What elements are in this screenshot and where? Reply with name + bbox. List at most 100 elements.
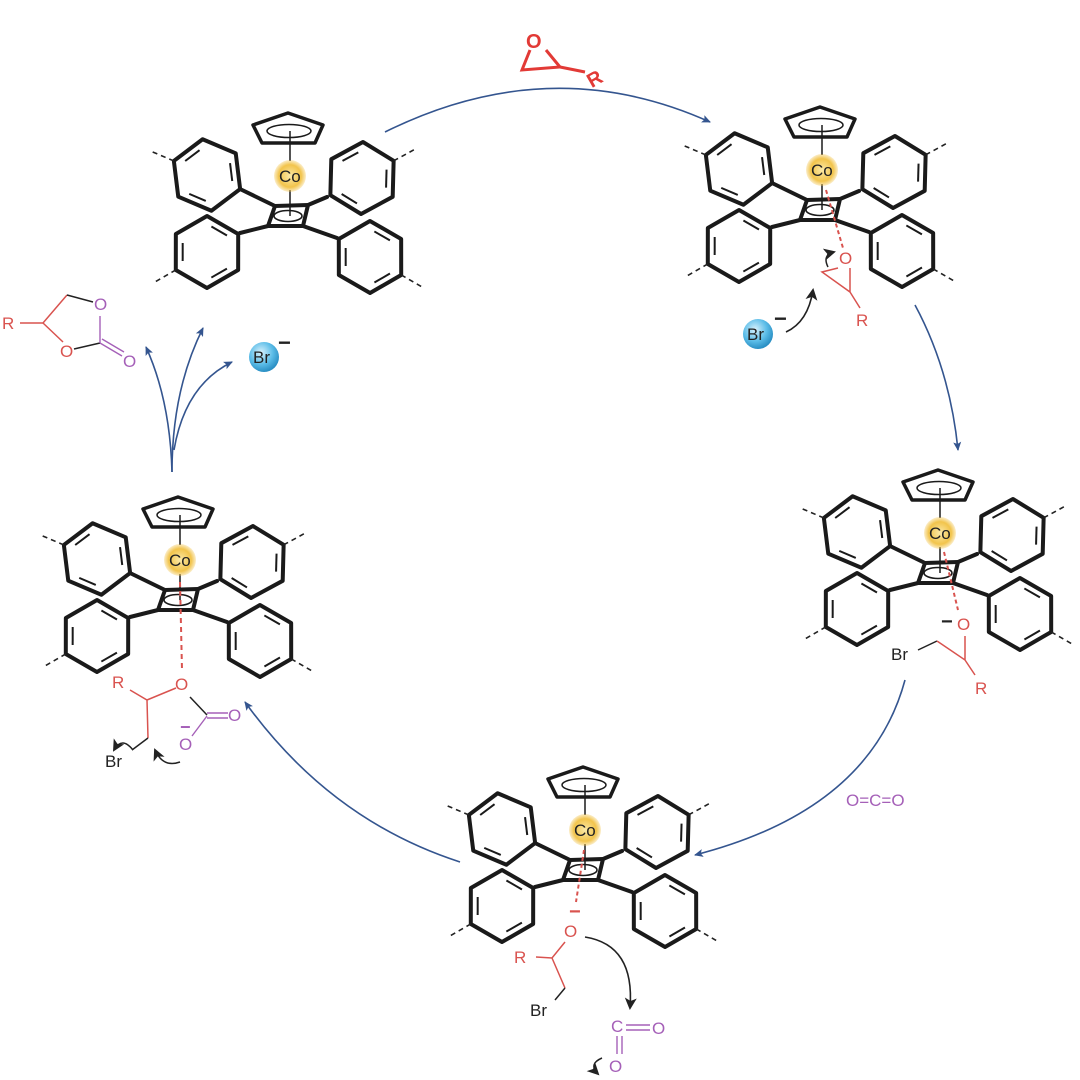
polymer-linkage — [802, 626, 827, 641]
product-ring-oxygen-2: O — [60, 342, 73, 361]
step5-charge: − — [180, 717, 191, 737]
cyclic-carbonate-product: R O O O — [2, 294, 136, 371]
phenyl-ring — [218, 524, 307, 600]
phenyl-ring — [336, 219, 425, 295]
epoxide-r-group: R — [583, 66, 607, 93]
step2-epoxide-activation: O R Br − — [743, 189, 868, 349]
polymer-linkage — [799, 507, 825, 519]
step3-r-group: R — [975, 679, 987, 698]
polymer-linkage — [39, 534, 65, 546]
carbonyl-oxygen: O — [228, 706, 241, 725]
cyclopentadienyl-ring — [141, 495, 215, 529]
co2-oxygen-1: O — [652, 1019, 665, 1038]
cyclobutadiene-ring — [561, 857, 605, 882]
arrow-carbonate-formation — [244, 701, 461, 863]
epoxide-reagent: O R — [519, 31, 607, 93]
step2-r-group: R — [856, 311, 868, 330]
step4-charge: − — [569, 901, 581, 923]
polymer-linkage — [290, 658, 315, 673]
polymer-linkage — [681, 144, 707, 156]
phenyl-ring — [631, 873, 720, 949]
product-ring-oxygen-1: O — [94, 295, 107, 314]
co2-oxygen-2: O — [609, 1057, 622, 1076]
step5-carbonate: O R Br O − O — [105, 581, 241, 771]
cobalt-center-icon — [274, 160, 306, 192]
polymer-linkage — [695, 928, 720, 943]
phenyl-ring — [226, 603, 315, 679]
cobalt-center-icon — [806, 154, 838, 186]
polymer-linkage — [932, 268, 957, 283]
released-bromide-label: Br — [253, 348, 270, 367]
cobalt-complex: Co — [444, 765, 720, 949]
cobalt-label: Co — [169, 551, 191, 570]
released-bromide-charge: − — [278, 330, 291, 355]
phenyl-ring — [149, 137, 243, 213]
cobalt-center-icon — [164, 544, 196, 576]
arrow-release-middle — [171, 327, 204, 473]
arrow-co2-insertion — [694, 679, 906, 857]
polymer-linkage — [925, 141, 949, 156]
phenyl-ring — [799, 494, 893, 570]
nucleophilic-attack-arrow — [785, 288, 818, 333]
electron-push-arrow-co2 — [586, 1057, 603, 1076]
polymer-linkage — [684, 263, 709, 278]
step5-oxygen: O — [175, 675, 188, 694]
arrow-ring-opening — [914, 304, 962, 451]
cyclobutadiene-ring — [266, 203, 310, 228]
cobalt-label: Co — [279, 167, 301, 186]
polymer-linkage — [149, 150, 175, 162]
cobalt-complex: Co — [149, 111, 425, 295]
phenyl-ring — [684, 208, 773, 284]
bromide-ion-icon — [743, 319, 773, 349]
bromide-ion-icon — [249, 342, 279, 372]
phenyl-ring — [623, 794, 712, 870]
alkoxide-oxygen: O — [957, 615, 970, 634]
bromide-charge: − — [774, 306, 787, 331]
phenyl-ring — [39, 521, 133, 597]
cobalt-complex: Co — [39, 495, 315, 679]
co2-reagent: O=C=O — [846, 791, 905, 810]
co2-attack-arrow — [584, 936, 637, 1010]
polymer-linkage — [1043, 504, 1067, 519]
cobalt-label: Co — [811, 161, 833, 180]
cyclopentadienyl-ring — [783, 105, 857, 139]
phenyl-ring — [978, 497, 1067, 573]
phenyl-ring — [986, 576, 1075, 652]
step5-r-group: R — [112, 673, 124, 692]
electron-push-arrow — [822, 248, 836, 268]
cyclopentadienyl-ring — [546, 765, 620, 799]
product-carbonyl-oxygen: O — [123, 352, 136, 371]
step5-bromine: Br — [105, 752, 122, 771]
phenyl-ring — [868, 213, 957, 289]
polymer-linkage — [1050, 631, 1075, 646]
bromide-label: Br — [747, 325, 764, 344]
phenyl-ring — [444, 791, 538, 867]
polymer-linkage — [283, 531, 307, 546]
step4-oxygen: O — [564, 922, 577, 941]
polymer-linkage — [400, 274, 425, 289]
cobalt-center-icon — [569, 814, 601, 846]
cyclopentadienyl-ring — [901, 468, 975, 502]
phenyl-ring — [328, 140, 417, 216]
step4-co2-attack: − O R Br C O O — [514, 849, 665, 1076]
cobalt-label: Co — [574, 821, 596, 840]
step3-bromine: Br — [891, 645, 908, 664]
polymer-linkage — [393, 147, 417, 162]
polymer-linkage — [447, 923, 472, 938]
phenyl-ring — [447, 868, 536, 944]
cyclobutadiene-ring — [156, 587, 200, 612]
phenyl-ring — [681, 131, 775, 207]
phenyl-ring — [42, 598, 131, 674]
cobalt-label: Co — [929, 524, 951, 543]
cyclopentadienyl-ring — [251, 111, 325, 145]
phenyl-ring — [802, 571, 891, 647]
cobalt-center-icon — [924, 517, 956, 549]
product-r-group: R — [2, 314, 14, 333]
phenyl-ring — [152, 214, 241, 290]
arrow-release-trunk — [145, 346, 173, 473]
step3-alkoxide: − O Br R — [891, 551, 987, 698]
arrow-epoxide-coordination — [384, 87, 711, 133]
